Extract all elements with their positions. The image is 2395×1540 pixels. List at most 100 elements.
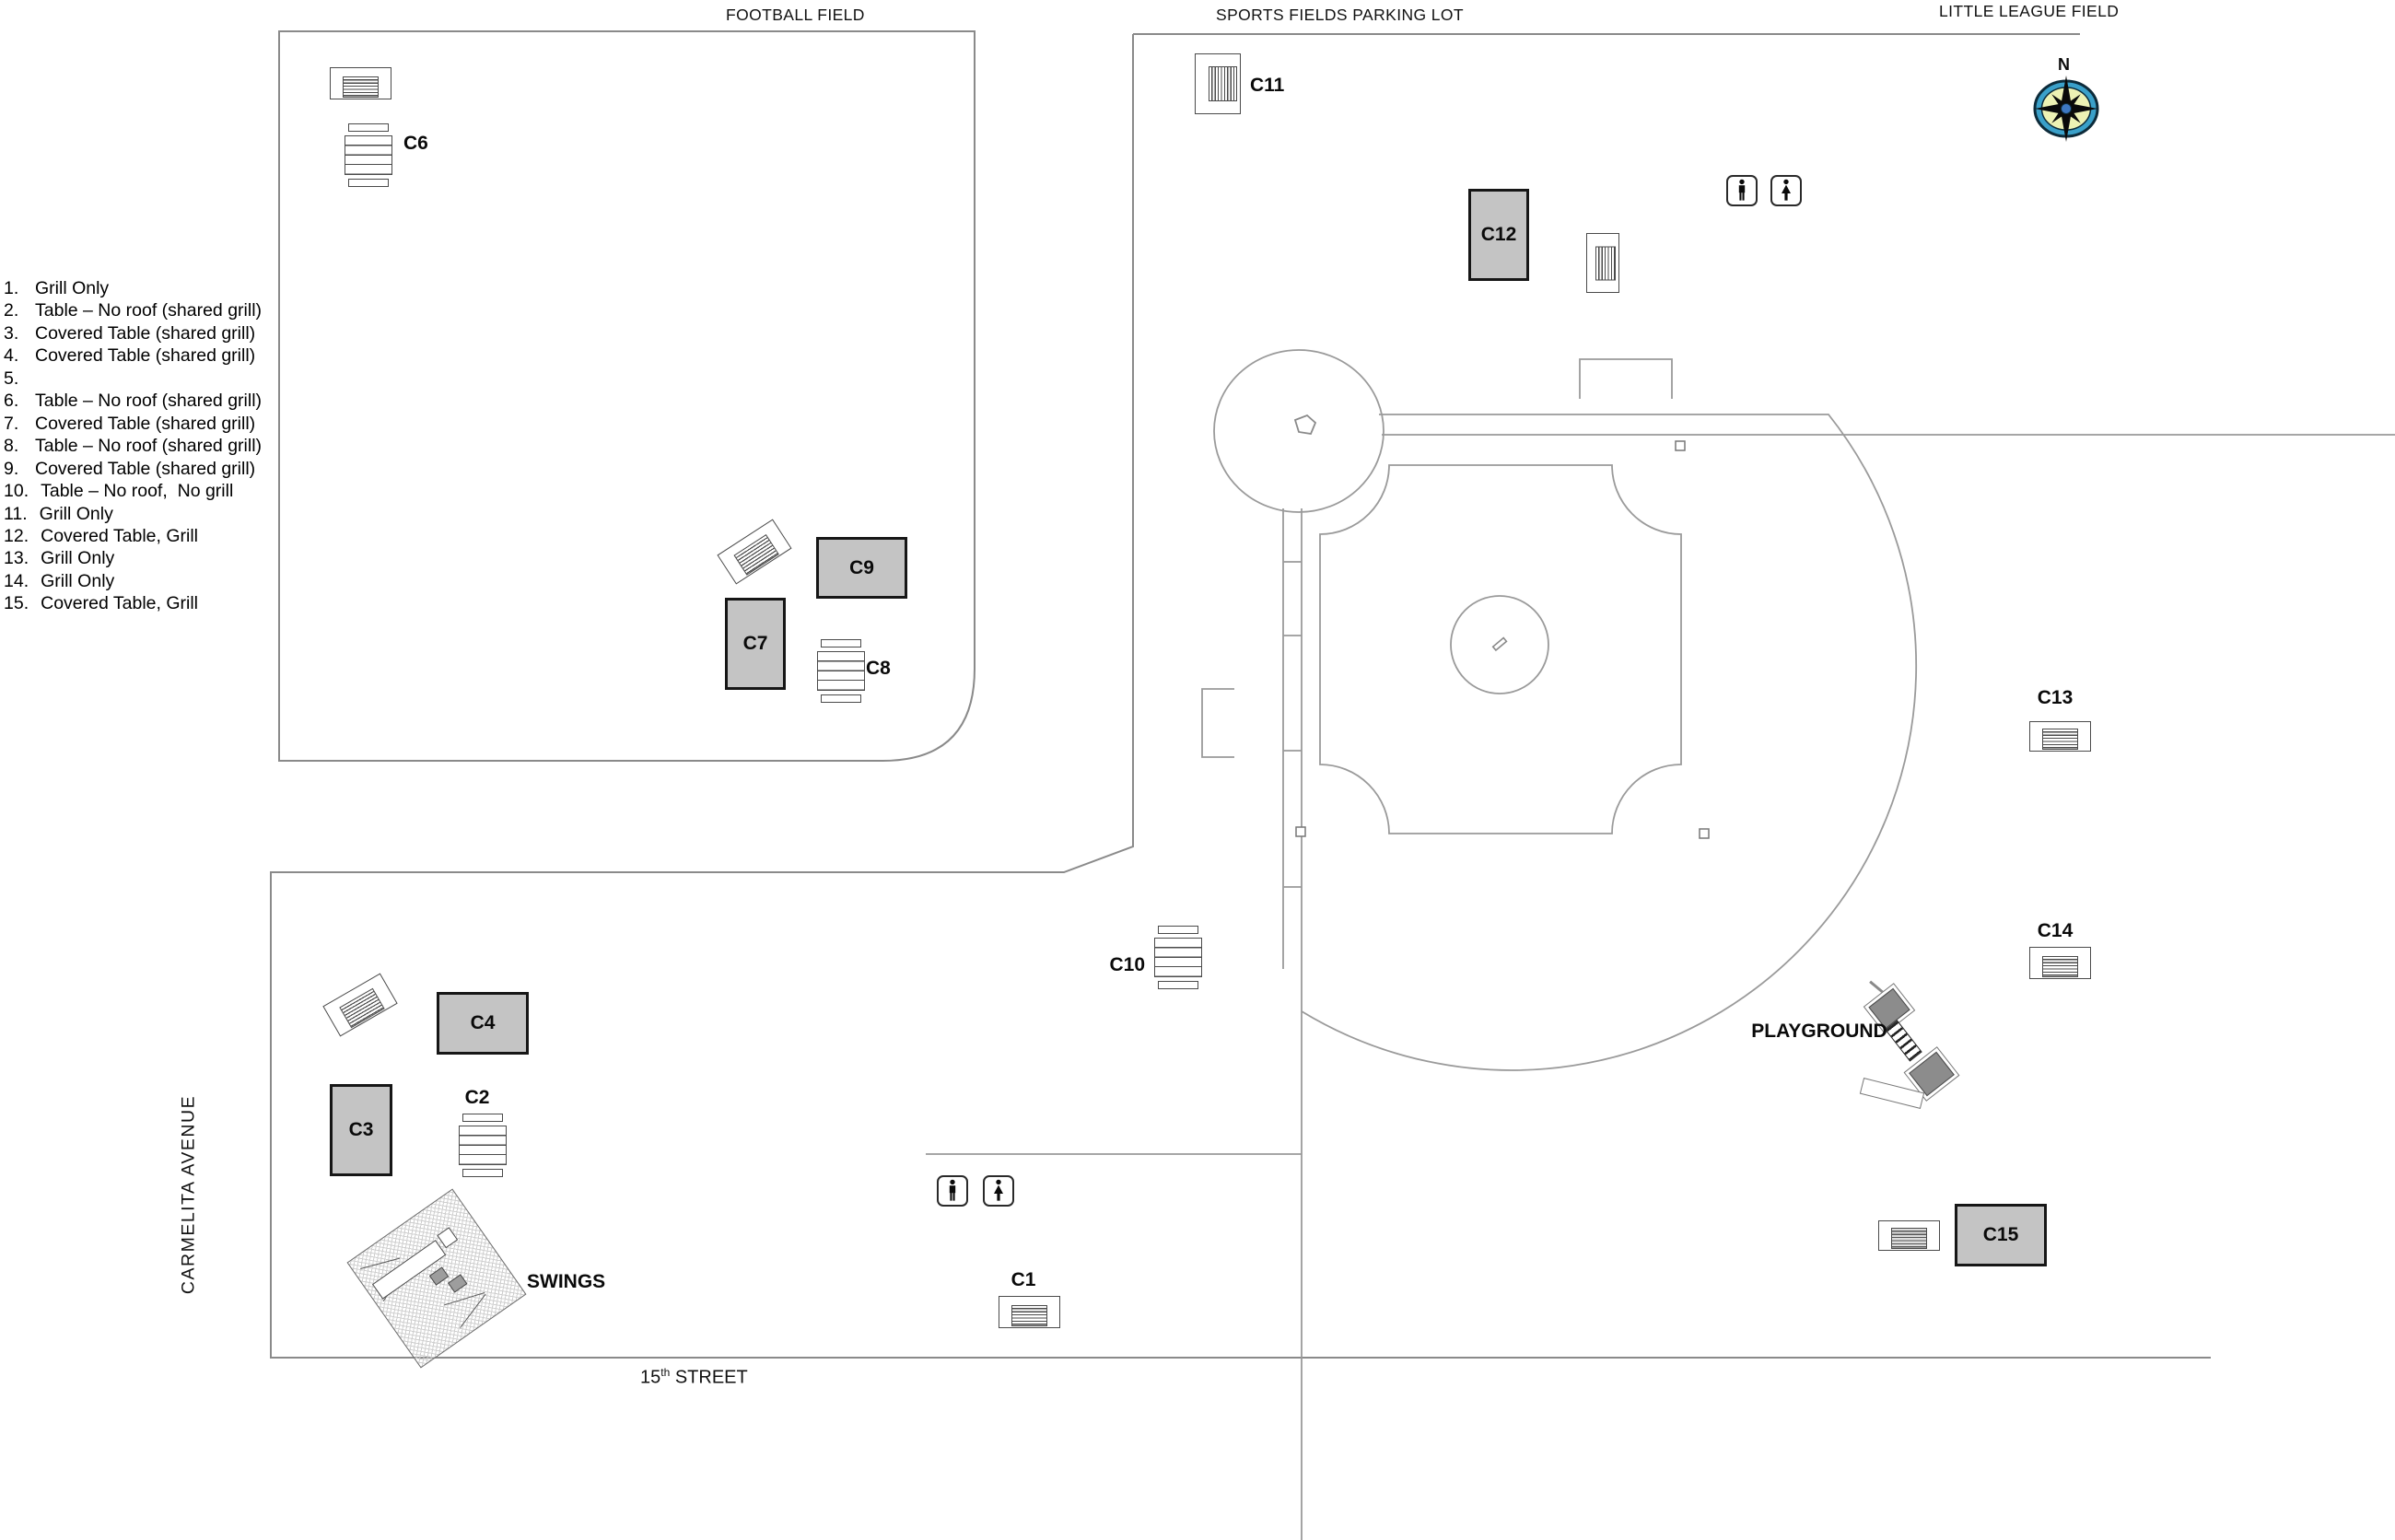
- bench-box: [1201, 688, 1234, 758]
- legend-item-11: 11. Grill Only: [4, 503, 308, 525]
- legend-item-12: 12. Covered Table, Grill: [4, 525, 308, 547]
- grill-icon-c11: [1195, 53, 1241, 114]
- grill-icon-c12: [1586, 233, 1619, 293]
- compass-north-label: N: [2058, 55, 2070, 74]
- legend-item-text: Grill Only: [41, 570, 115, 591]
- legend-item-number: 9.: [4, 458, 19, 479]
- site-c1-label: C1: [1011, 1269, 1036, 1290]
- legend-item-text: Covered Table (shared grill): [35, 322, 256, 344]
- legend-item-number: 3.: [4, 322, 19, 344]
- site-c14-label: C14: [2037, 920, 2074, 941]
- site-c11-label: C11: [1250, 75, 1285, 96]
- legend-item-3: 3. Covered Table (shared grill): [4, 322, 308, 344]
- site-c15: C15: [1955, 1204, 2047, 1266]
- womens-restroom-icon: [1770, 175, 1802, 206]
- legend-item-text: Table – No roof (shared grill): [35, 391, 263, 412]
- little-league-field-label: LITTLE LEAGUE FIELD: [1939, 2, 2120, 20]
- swings-label: SWINGS: [527, 1271, 606, 1292]
- site-c12: C12: [1468, 189, 1529, 281]
- mens-restroom-icon: [937, 1175, 968, 1207]
- outfield-fence: [1301, 414, 1918, 1071]
- legend-item-number: 8.: [4, 436, 19, 457]
- legend-item-number: 6.: [4, 391, 19, 412]
- compass-rose-icon: [2033, 76, 2099, 142]
- legend-item-number: 2.: [4, 300, 19, 321]
- legend-item-10: 10. Table – No roof, No grill: [4, 480, 308, 502]
- legend-item-8: 8. Table – No roof (shared grill): [4, 435, 308, 457]
- legend-item-6: 6. Table – No roof (shared grill): [4, 390, 308, 412]
- legend-item-14: 14. Grill Only: [4, 570, 308, 592]
- parking-lot-label: SPORTS FIELDS PARKING LOT: [1216, 6, 1464, 24]
- fence-post-icon: [1675, 440, 1686, 451]
- grill-icon-c14: [2029, 947, 2091, 979]
- picnic-table-icon-c2: [459, 1114, 507, 1177]
- legend-item-text: Table – No roof (shared grill): [35, 300, 263, 321]
- walking-path: [1282, 508, 1303, 1540]
- legend-item-15: 15. Covered Table, Grill: [4, 592, 308, 614]
- legend-item-text: Covered Table, Grill: [41, 593, 198, 614]
- legend-item-1: 1. Grill Only: [4, 277, 308, 299]
- picnic-table-icon-c6: [345, 123, 392, 187]
- site-c4-label: C4: [470, 1012, 496, 1033]
- fifteenth-street-label: 15th STREET: [640, 1366, 748, 1388]
- legend-item-number: 7.: [4, 413, 19, 434]
- legend-item-text: Grill Only: [35, 278, 110, 298]
- legend-item-text: Grill Only: [41, 548, 115, 569]
- carmelita-avenue-label: CARMELITA AVENUE: [178, 1094, 199, 1295]
- legend-item-13: 13. Grill Only: [4, 547, 308, 569]
- site-c7: C7: [725, 598, 786, 690]
- playground-label: PLAYGROUND: [1751, 1021, 1887, 1042]
- legend-item-number: 1.: [4, 278, 19, 298]
- legend-item-text: Covered Table (shared grill): [35, 345, 256, 367]
- site-c2-label: C2: [464, 1087, 490, 1108]
- legend-item-number: 10.: [4, 481, 29, 502]
- legend-item-number: 11.: [4, 503, 28, 524]
- legend-item-number: 15.: [4, 593, 29, 614]
- legend-item-2: 2. Table – No roof (shared grill): [4, 299, 308, 321]
- playground-icon: [1859, 978, 1962, 1126]
- site-c15-label: C15: [1982, 1224, 2019, 1245]
- site-c9-label: C9: [849, 556, 874, 578]
- grill-icon-c6: [330, 67, 391, 99]
- site-c13-label: C13: [2037, 687, 2074, 708]
- legend-item-5: 5.: [4, 368, 308, 390]
- football-field-boundary: [278, 30, 976, 762]
- home-plate: [1293, 414, 1317, 435]
- site-c7-label: C7: [742, 633, 768, 654]
- site-c3-label: C3: [348, 1119, 374, 1140]
- pitchers-rubber: [1491, 636, 1508, 652]
- site-c9: C9: [816, 537, 907, 599]
- site-c3: C3: [330, 1084, 392, 1176]
- infield-square: [1319, 464, 1682, 834]
- football-field-label: FOOTBALL FIELD: [726, 6, 865, 24]
- site-legend: 1. Grill Only 2. Table – No roof (shared gr…: [4, 277, 308, 615]
- legend-item-number: 4.: [4, 345, 19, 367]
- legend-item-number: 12.: [4, 525, 29, 546]
- womens-restroom-icon: [983, 1175, 1014, 1207]
- lower-park-boundary: [270, 34, 2211, 1359]
- pitchers-circle: [1450, 595, 1549, 694]
- legend-item-number: 13.: [4, 548, 29, 569]
- backstop-circle: [1213, 349, 1384, 513]
- picnic-table-icon-c10: [1154, 926, 1202, 989]
- legend-item-text: Grill Only: [39, 503, 113, 524]
- site-c10-label: C10: [1109, 954, 1145, 975]
- grill-icon-c15: [1878, 1220, 1940, 1251]
- legend-item-text: Table – No roof, No grill: [41, 481, 234, 502]
- site-c6-label: C6: [403, 133, 428, 154]
- fence-post-icon: [1295, 826, 1306, 837]
- legend-item-text: Covered Table (shared grill): [35, 458, 256, 479]
- legend-item-9: 9. Covered Table (shared grill): [4, 458, 308, 480]
- legend-item-text: Covered Table, Grill: [41, 525, 198, 546]
- legend-item-number: 14.: [4, 570, 29, 591]
- picnic-table-icon-c8: [817, 639, 865, 703]
- site-c12-label: C12: [1480, 224, 1517, 245]
- grill-icon-c13: [2029, 721, 2091, 752]
- grill-icon-c1: [999, 1296, 1060, 1328]
- legend-item-number: 5.: [4, 368, 19, 389]
- legend-item-text: Table – No roof (shared grill): [35, 436, 263, 457]
- legend-item-7: 7.Covered Table (shared grill): [4, 413, 308, 435]
- dugout-box: [1579, 358, 1673, 399]
